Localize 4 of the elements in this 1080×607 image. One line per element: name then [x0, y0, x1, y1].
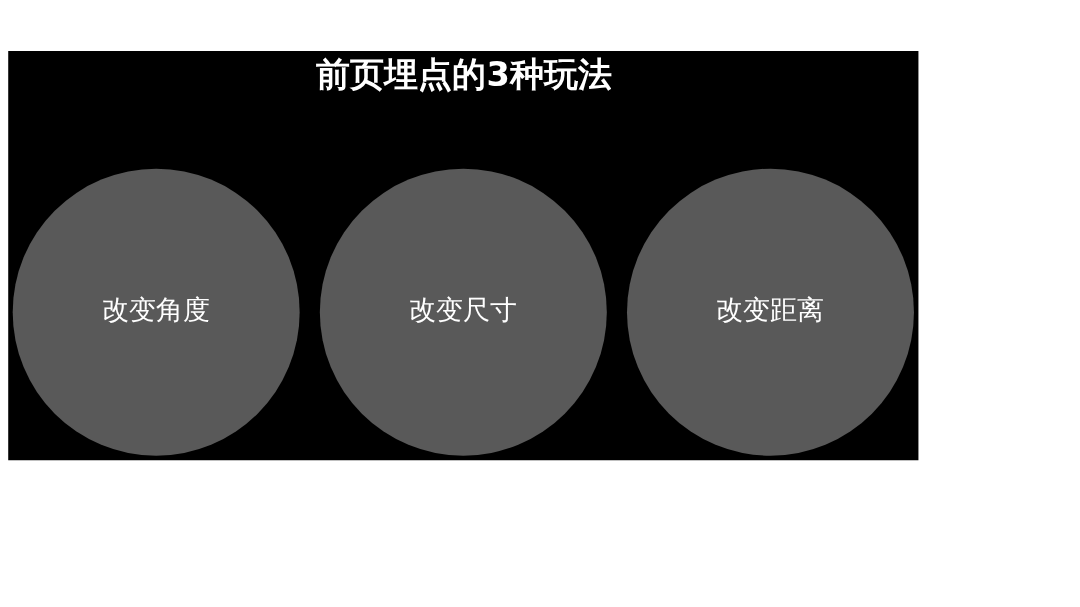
node-circle: 改变角度 [12, 168, 300, 456]
node-circle: 改变尺寸 [319, 168, 607, 456]
diagram-title: 前页埋点的3种玩法 [316, 54, 612, 94]
node-circle: 改变距离 [627, 168, 914, 456]
